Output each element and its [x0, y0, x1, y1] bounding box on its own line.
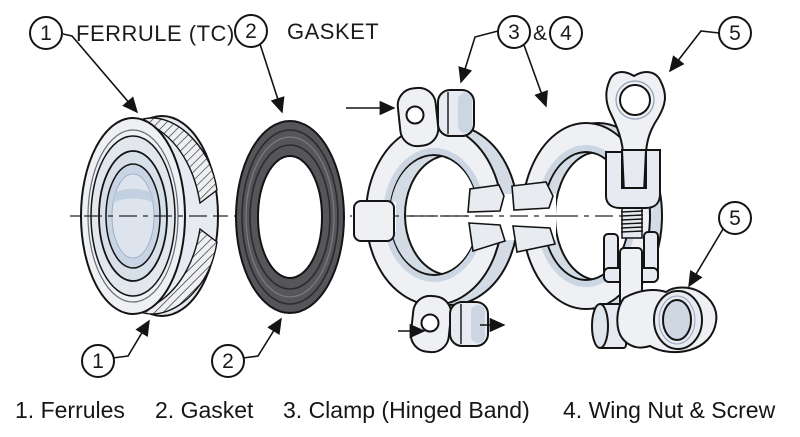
callout-1-top-number: 1 [40, 22, 52, 45]
leader-gasket-bottom [242, 317, 282, 359]
callout-5-bottom: 5 [718, 201, 752, 235]
diagram-canvas: 1 FERRULE (TC) 2 GASKET 3 & 4 5 5 1 [29, 14, 752, 378]
callout-4-number: 4 [560, 22, 572, 45]
callout-2-top: 2 [234, 14, 268, 48]
ferrule-drawing [80, 115, 220, 317]
legend-item-ferrules: 1. Ferrules [15, 397, 125, 423]
ferrule-label: FERRULE (TC) [76, 21, 235, 46]
clamp-cut-end [468, 222, 507, 253]
callout-1-top: 1 [29, 16, 63, 50]
leader-ferrule-top [62, 33, 139, 114]
screw-threads [620, 203, 644, 239]
screw-upper-stem [620, 149, 648, 193]
legend-item-wingnut: 4. Wing Nut & Screw [563, 397, 776, 423]
wing-nut-screw-drawing [591, 71, 718, 354]
callout-4-top: 4 [549, 16, 583, 50]
clamp-cut-end [467, 184, 505, 213]
leader-band-half [523, 44, 548, 108]
leader-gasket-top [259, 43, 285, 114]
callout-3-number: 3 [508, 21, 520, 44]
gasket-label: GASKET [287, 19, 379, 44]
callout-leaders [62, 30, 724, 359]
band-cut-end [512, 225, 557, 253]
callout-2-top-number: 2 [245, 20, 257, 43]
leader-wingnut-top [669, 30, 720, 73]
callout-5-top-number: 5 [729, 22, 741, 45]
leader-clamp-hinge [458, 30, 499, 84]
upper-lug-bracket [605, 149, 661, 209]
callout-5-bottom-number: 5 [729, 207, 741, 230]
legend-item-clamp: 3. Clamp (Hinged Band) [283, 397, 530, 423]
callout-5-top: 5 [718, 16, 752, 50]
callout-1-bottom-number: 1 [92, 350, 104, 373]
callout-2-bottom-number: 2 [222, 350, 234, 373]
direction-arrows [346, 100, 506, 339]
ampersand-label: & [533, 22, 547, 45]
leader-wingnut-bottom [688, 228, 724, 288]
lower-wing-nut [591, 286, 718, 354]
leader-ferrule-bottom [112, 319, 150, 359]
gasket-drawing [235, 120, 345, 314]
parts-legend: 1. Ferrules 2. Gasket 3. Clamp (Hinged B… [0, 397, 800, 437]
callout-2-bottom: 2 [211, 344, 245, 378]
clamp-hinge-nub [353, 200, 395, 242]
band-cut-end [511, 181, 554, 211]
callout-3-top: 3 [497, 15, 531, 49]
callouts: 1 FERRULE (TC) 2 GASKET 3 & 4 5 5 1 [29, 14, 752, 378]
legend-item-gasket: 2. Gasket [155, 397, 254, 423]
clamp-hinged-band-lugs [396, 86, 489, 354]
callout-1-bottom: 1 [81, 344, 115, 378]
